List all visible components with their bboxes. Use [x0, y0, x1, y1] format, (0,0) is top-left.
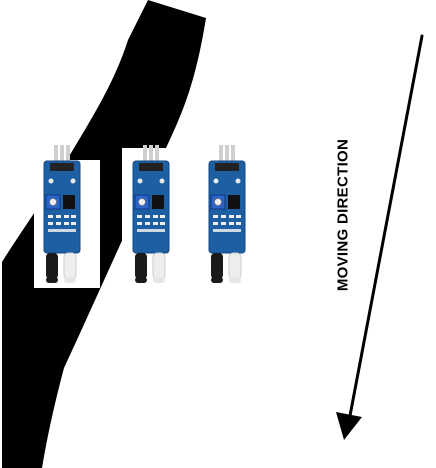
track-line — [2, 0, 206, 468]
infrared-sensor-module-icon — [208, 144, 246, 284]
direction-label: MOVING DIRECTION — [334, 138, 352, 292]
direction-arrow-icon — [336, 34, 424, 440]
